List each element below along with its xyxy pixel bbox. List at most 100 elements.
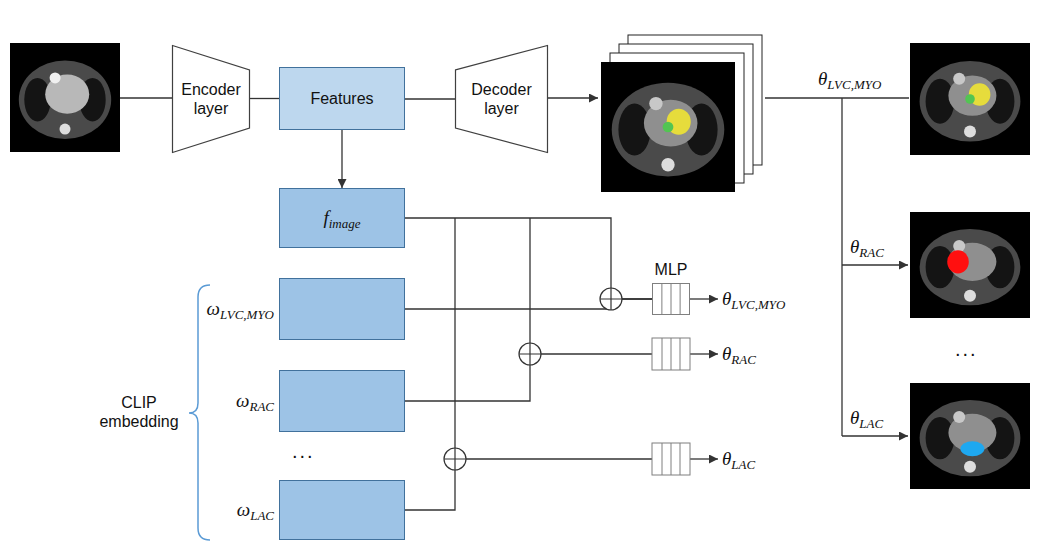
subscript: RAC	[859, 245, 884, 260]
ct-images	[10, 35, 1030, 489]
mlp-stripe	[671, 284, 672, 315]
brace	[189, 285, 210, 540]
ct-shape	[947, 250, 969, 273]
connector	[341, 130, 342, 188]
mlp-stripe	[662, 338, 663, 370]
wires	[120, 98, 909, 510]
embedding-wire	[405, 470, 455, 510]
symbol: θ	[850, 236, 859, 257]
mlp-stripe	[680, 338, 681, 370]
mlp-stripe	[671, 338, 672, 370]
ct-shape	[19, 60, 111, 138]
subscript: LVC,MYO	[731, 297, 785, 312]
ct-shape	[649, 97, 662, 110]
symbol: ω	[237, 499, 250, 520]
subscript: image	[329, 216, 361, 231]
box-label: Encoder layer	[177, 80, 245, 118]
mlp-box	[652, 443, 690, 475]
symbol: θ	[722, 288, 731, 309]
connector	[405, 218, 652, 299]
ct-slice	[910, 383, 1030, 489]
subscript: LVC,MYO	[220, 307, 274, 322]
output-parameter: θLVC,MYO	[722, 288, 785, 311]
sum-circle	[444, 448, 466, 470]
ct-shape	[661, 158, 674, 171]
ct-shape	[964, 125, 976, 137]
symbol: ω	[236, 390, 249, 411]
sum-cross	[444, 448, 466, 470]
ct-shape	[910, 212, 1030, 318]
sum-circle	[600, 288, 622, 310]
shape-outline	[652, 283, 690, 315]
branch-wire	[765, 97, 909, 98]
shape-outline	[455, 45, 548, 153]
ct-slice	[601, 62, 735, 192]
box-label: fimage	[323, 207, 360, 230]
mlp-symbol	[652, 338, 690, 370]
sum-symbol	[600, 288, 622, 310]
box-heading: ωRAC	[236, 390, 274, 413]
ct-shape	[910, 43, 1030, 155]
ct-shape	[663, 122, 674, 133]
symbol: θ	[722, 343, 731, 364]
ct-shape	[10, 43, 120, 152]
input-wire	[120, 97, 172, 98]
box-heading: ωLVC,MYO	[207, 298, 274, 321]
mlp-arrow	[690, 298, 718, 299]
symbol: ω	[207, 298, 220, 319]
sum-cross	[519, 343, 541, 365]
sum-circle	[519, 343, 541, 365]
embedding-wire	[405, 365, 530, 401]
ct-shape	[60, 124, 71, 135]
ct-shape	[960, 441, 984, 456]
group-label: CLIP embedding	[94, 393, 184, 431]
branch-arrow	[842, 435, 908, 436]
trapezoid	[456, 46, 548, 153]
ct-shape	[920, 229, 1021, 305]
decoder-trapezoid: Decoder layer	[455, 45, 548, 153]
output-parameter: θRAC	[722, 343, 756, 366]
connector	[250, 98, 279, 99]
subscript: LVC,MYO	[827, 77, 881, 92]
embedding-box: ωLAC	[279, 480, 405, 540]
output-arrow	[548, 97, 598, 98]
box-heading: MLP	[655, 260, 688, 279]
ct-shape	[920, 400, 1021, 476]
box-label: Features	[310, 89, 373, 108]
ct-shape	[964, 461, 976, 473]
mlp-stripe	[680, 443, 681, 475]
ct-shape	[920, 61, 1021, 142]
ct-shape	[612, 83, 725, 177]
box-heading: ωLAC	[237, 499, 274, 522]
output-parameter: θRAC	[850, 236, 884, 259]
subscript: RAC	[731, 352, 756, 367]
mlp-stripe	[680, 284, 681, 315]
feature-wire	[454, 218, 455, 448]
ellipsis: ...	[292, 440, 315, 462]
subscript: LAC	[250, 508, 274, 523]
image-feature-box: fimage	[279, 188, 405, 248]
ellipsis: ...	[955, 338, 978, 360]
ct-shape	[953, 411, 965, 423]
sum-symbol	[519, 343, 541, 365]
symbol: θ	[722, 448, 731, 469]
ct-slice	[10, 43, 120, 152]
mlp-stripe	[671, 443, 672, 475]
mlp-stripe	[662, 443, 663, 475]
symbol: θ	[818, 68, 827, 89]
mlp-symbol	[652, 443, 690, 475]
output-parameter: θLAC	[722, 448, 755, 471]
output-parameter: θLVC,MYO	[818, 68, 881, 91]
symbol: f	[323, 207, 328, 228]
sum-cross	[600, 288, 622, 310]
ct-shape	[910, 383, 1030, 489]
feature-box: Features	[279, 67, 405, 130]
sum-wire	[541, 353, 652, 354]
shape-outline	[172, 45, 250, 153]
mlp-stripe	[661, 284, 662, 315]
ct-slice	[910, 212, 1030, 318]
mlp-block: MLP	[652, 283, 690, 315]
branch-arrow	[842, 264, 908, 265]
